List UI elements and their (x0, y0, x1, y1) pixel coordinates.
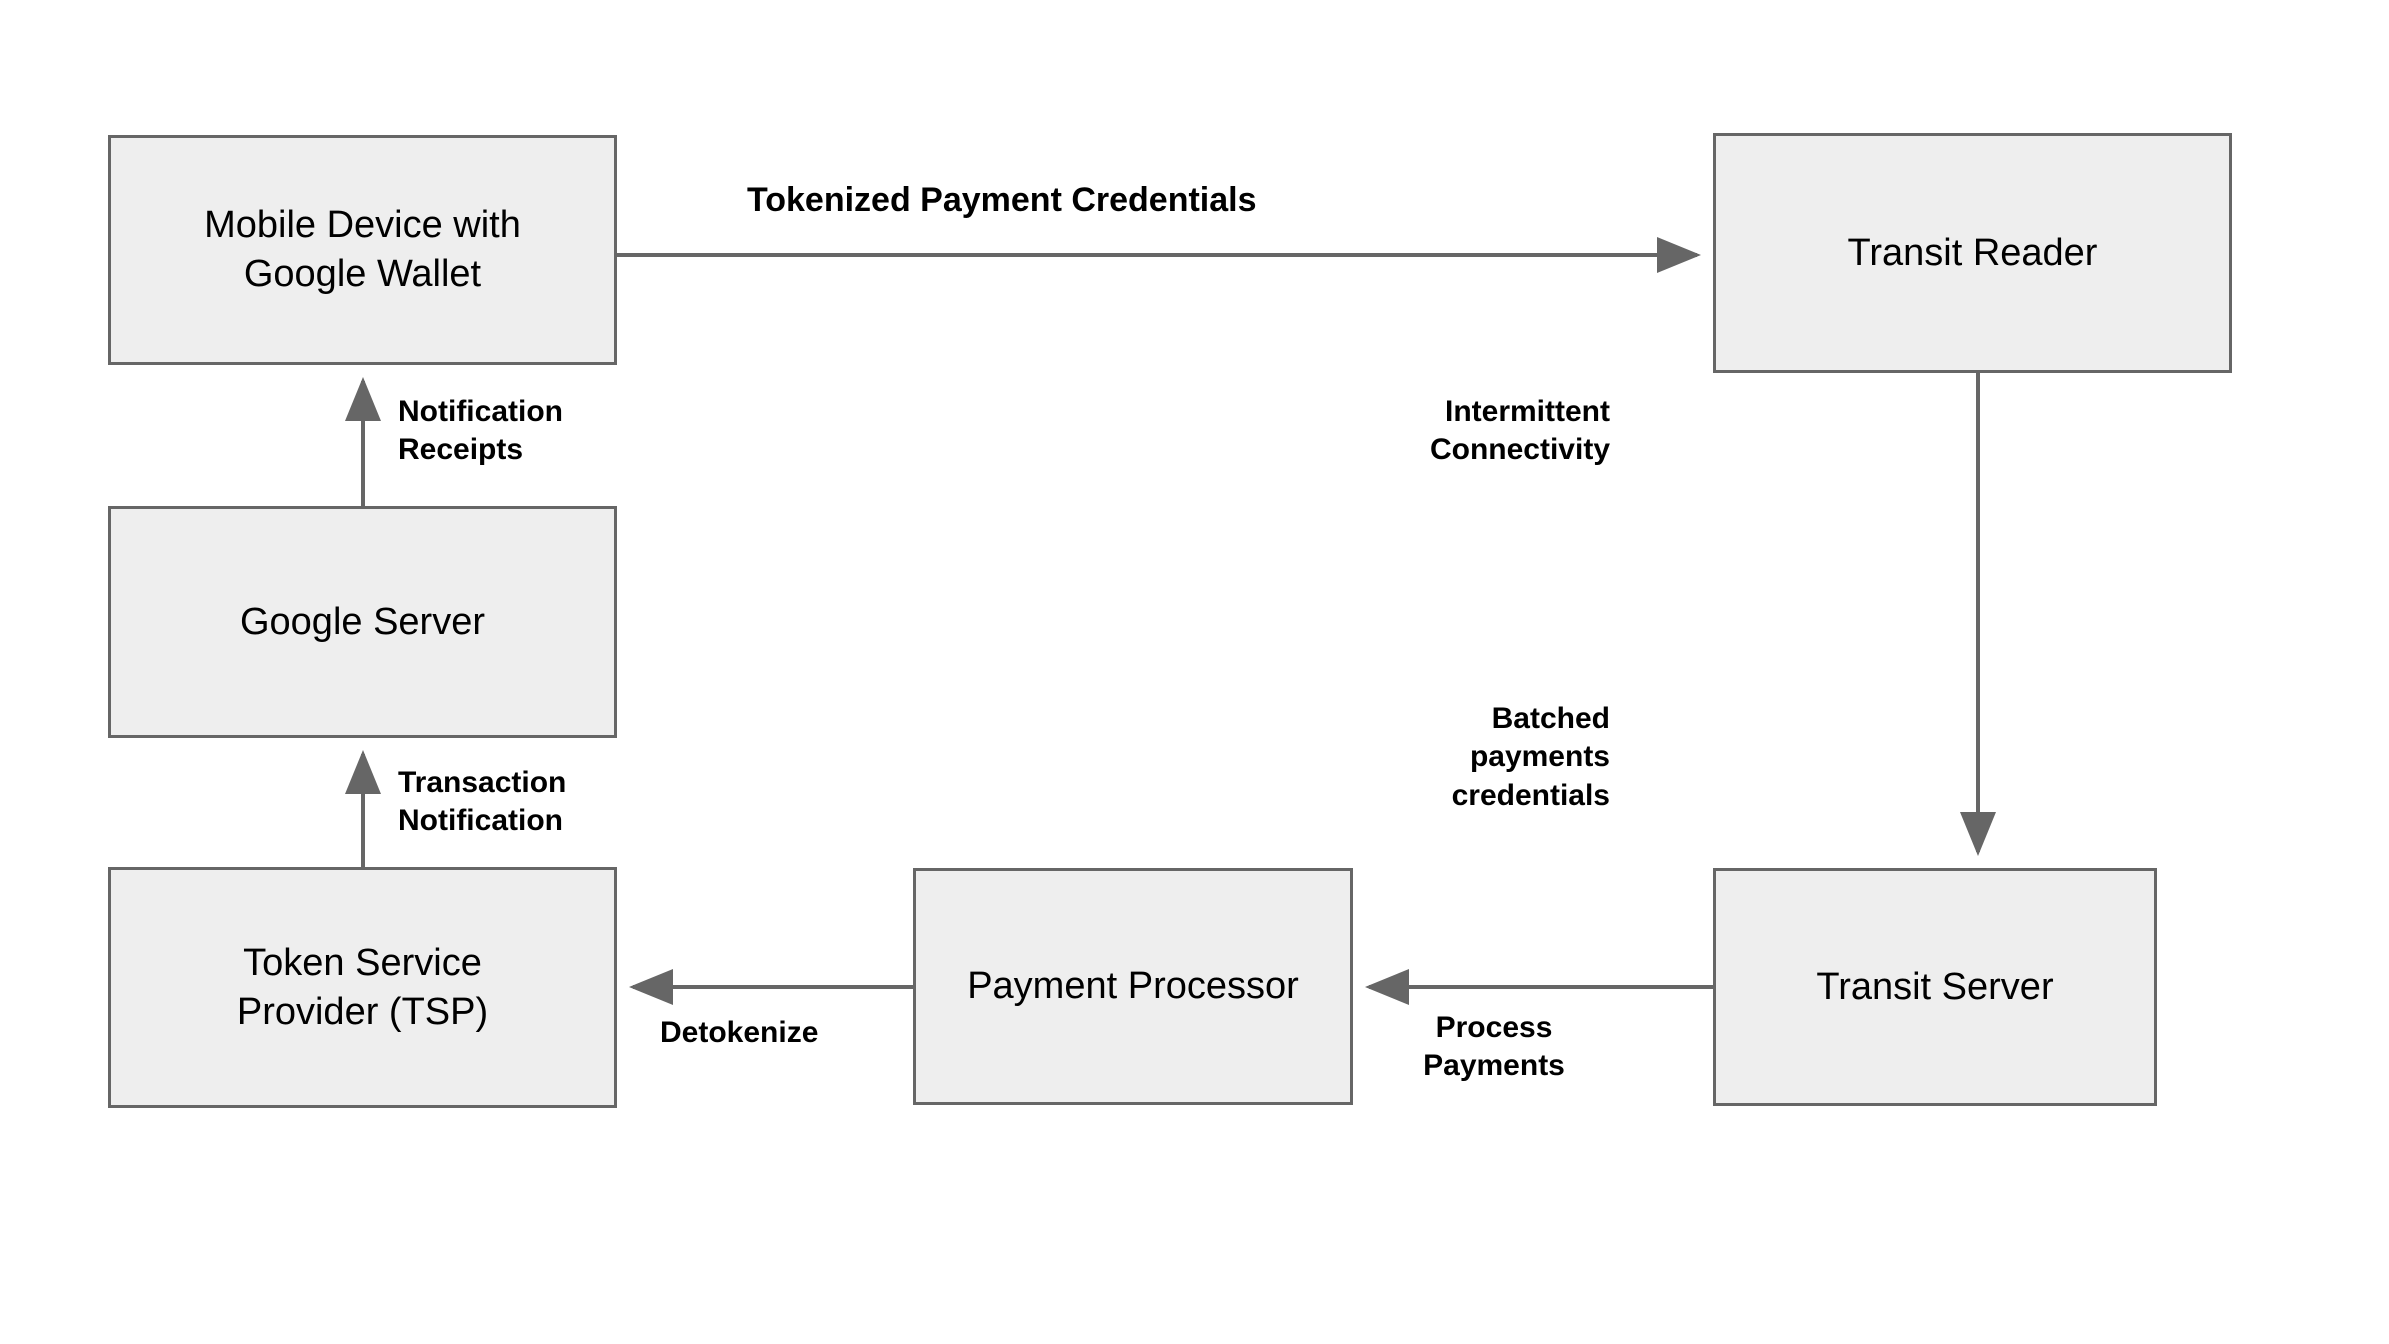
edge-label-batched-payments-credentials: Batched payments credentials (1451, 702, 1610, 812)
edge-label-intermittent-connectivity: Intermittent Connectivity (1429, 395, 1610, 467)
node-label-mobile-device: Mobile Device with Google Wallet (204, 204, 521, 295)
node-transit-server[interactable]: Transit Server (1713, 868, 2157, 1106)
edge-label-detokenize: Detokenize (660, 1016, 819, 1049)
node-label-payment-processor: Payment Processor (967, 965, 1299, 1008)
node-label-token-service-provider: Token Service Provider (TSP) (236, 941, 489, 1033)
edge-label-transaction-notification: Transaction Notification (398, 766, 567, 838)
node-label-transit-server: Transit Server (1816, 965, 2054, 1008)
node-label-transit-reader: Transit Reader (1847, 231, 2098, 274)
node-transit-reader[interactable]: Transit Reader (1713, 133, 2232, 373)
node-payment-processor[interactable]: Payment Processor (913, 868, 1353, 1105)
edge-label-notification-receipts: Notification Receipts (398, 395, 563, 467)
node-token-service-provider[interactable]: Token Service Provider (TSP) (108, 867, 617, 1108)
edge-label-process-payments: Process Payments (1423, 1011, 1565, 1083)
node-label-google-server: Google Server (239, 600, 485, 643)
node-mobile-device[interactable]: Mobile Device with Google Wallet (108, 135, 617, 365)
edge-label-tokenized-payment-credentials: Tokenized Payment Credentials (747, 181, 1257, 219)
node-google-server[interactable]: Google Server (108, 506, 617, 738)
